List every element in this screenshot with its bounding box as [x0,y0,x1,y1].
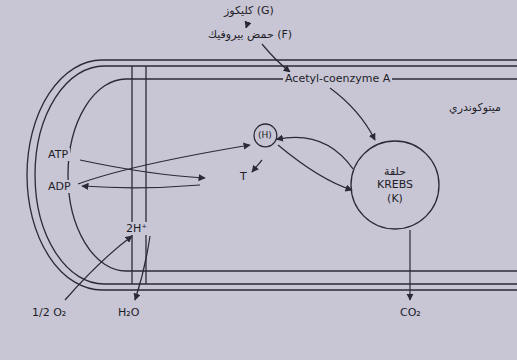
flow-arrow [277,137,353,169]
text-label: 1/2 O₂ [30,306,68,319]
text-label: CO₂ [398,306,423,319]
node-outline [22,55,517,295]
mitochondrion-shape: ميتوكوندري حلقة KREBS (K) (H) [22,55,517,295]
text-label: ADP [46,180,73,193]
text-label: Acetyl-coenzyme A [283,72,392,85]
krebs-cycle-circle: حلقة KREBS (K) [350,140,440,230]
text-label: حمض بيروفيك (F) [206,28,294,41]
h-circle: (H) [253,123,278,148]
node-label: ميتوكوندري [447,101,503,114]
text-label: كليكوز (G) [222,4,276,17]
text-label: H₂O [116,306,141,319]
text-label: ATP [46,148,70,161]
node-label: (H) [258,130,273,141]
text-label: T [238,170,249,183]
node-label: حلقة KREBS (K) [355,165,435,205]
text-label: 2H⁺ [124,222,149,235]
